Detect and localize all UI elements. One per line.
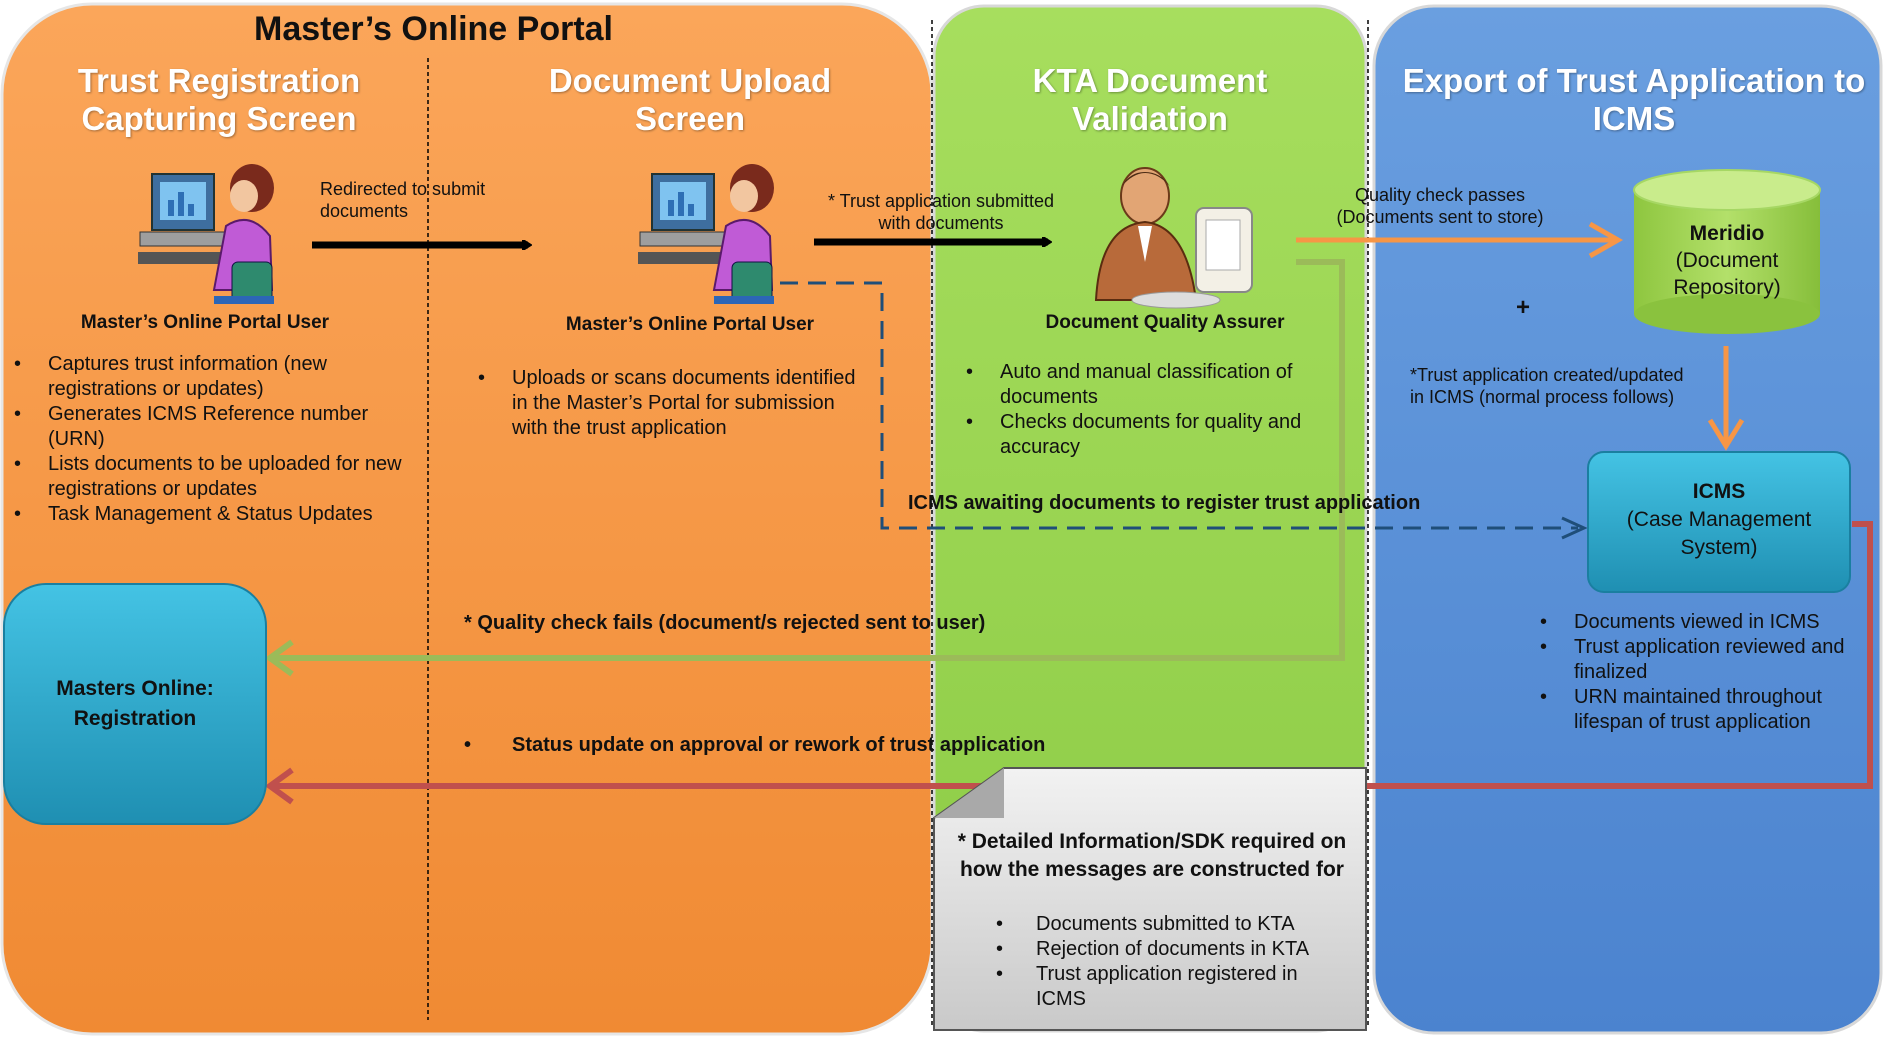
arrow-awaiting [780, 281, 1578, 530]
meridio-repository: Meridio (Document Repository) [1673, 222, 1781, 299]
list-item: Captures trust information (new registra… [14, 352, 404, 402]
list-item: URN maintained throughout lifespan of tr… [1540, 685, 1870, 735]
masters-online-box-shape [3, 583, 267, 825]
computer-user-icon-2 [638, 164, 774, 304]
meridio-cylinder-shape [1633, 169, 1821, 334]
icms-box-shape [1587, 451, 1851, 593]
computer-user-icon-1 [138, 164, 274, 304]
arrowhead-quality-pass [1588, 221, 1624, 259]
list-item: Trust application registered in ICMS [996, 962, 1346, 1012]
list-icms: Documents viewed in ICMS Trust applicati… [1540, 610, 1870, 735]
list-item: Documents submitted to KTA [996, 912, 1346, 937]
flow-label-awaiting: ICMS awaiting documents to register trus… [908, 492, 1421, 514]
list-upload: Uploads or scans documents identified in… [478, 366, 858, 441]
list-item: Documents viewed in ICMS [1540, 610, 1870, 635]
list-item: Task Management & Status Updates [14, 502, 404, 527]
list-item: Checks documents for quality and accurac… [966, 410, 1306, 460]
note-list: Documents submitted to KTA Rejection of … [996, 912, 1346, 1012]
list-item: Uploads or scans documents identified in… [478, 366, 858, 441]
arrowhead-status-update [264, 767, 294, 805]
portal-title: Master’s Online Portal [254, 10, 613, 48]
quality-assurer-icon [1094, 167, 1253, 309]
arrowhead-awaiting [1561, 516, 1588, 540]
arrowhead-created-updated [1707, 418, 1745, 451]
list-item: Generates ICMS Reference number (URN) [14, 402, 404, 452]
flow-label-status-update: Status update on approval or rework of t… [464, 733, 1045, 758]
list-registration: Captures trust information (new registra… [14, 352, 404, 527]
arrow-quality-fail [272, 259, 1345, 661]
arrowhead-quality-fail [264, 639, 294, 677]
list-item: Lists documents to be uploaded for new r… [14, 452, 404, 502]
list-item: Rejection of documents in KTA [996, 937, 1346, 962]
plus-sign: + [1516, 294, 1531, 321]
list-item: Auto and manual classification of docume… [966, 360, 1306, 410]
list-kta: Auto and manual classification of docume… [966, 360, 1306, 460]
flow-label-quality-fail: * Quality check fails (document/s reject… [464, 612, 986, 634]
flow-label-quality-pass: Quality check passes(Documents sent to s… [1336, 185, 1544, 227]
masters-online-registration: Masters Online: Registration [56, 677, 214, 730]
note-heading: * Detailed Information/SDK required on h… [957, 830, 1347, 881]
actor-caption-quality-assurer: Document Quality Assurer [1045, 312, 1285, 333]
list-item: Trust application reviewed and finalized [1540, 635, 1870, 685]
actor-caption-portal-user-1: Master’s Online Portal User [80, 312, 330, 333]
icms-case-management: ICMS (Case Management System) [1626, 480, 1812, 559]
actor-caption-portal-user-2: Master’s Online Portal User [565, 314, 815, 335]
